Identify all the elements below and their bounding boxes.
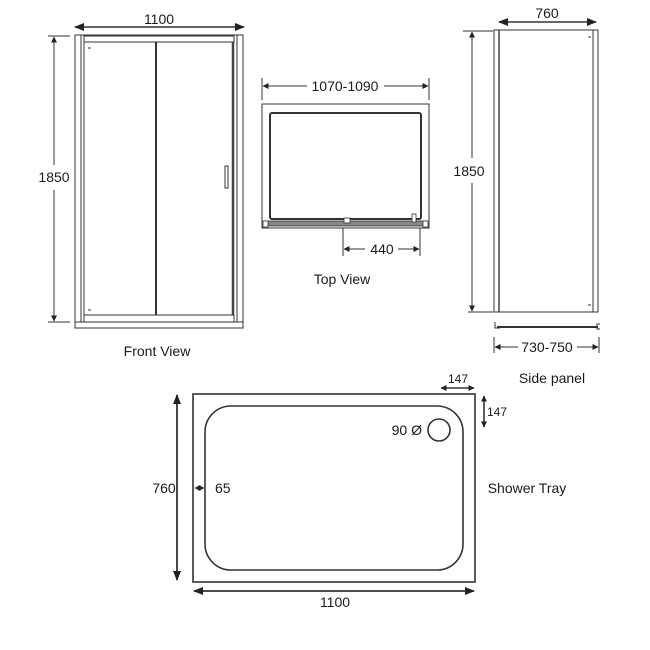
tray-width-label: 760 [152,480,176,496]
waste-offset-y-label: 147 [487,405,507,419]
top-view: 1070-1090 440 Top View [261,78,430,287]
front-height-label: 1850 [38,169,69,185]
side-panel-view: 760 1850 730-750 Side panel [453,5,600,386]
side-height-label: 1850 [453,163,484,179]
side-width-dimension: 760 [498,5,597,26]
side-panel-caption: Side panel [519,370,585,386]
side-panel-drawing [493,29,600,330]
side-height-dimension: 1850 [453,30,493,313]
waste-offset-x-dimension: 147 [440,372,475,391]
waste-diameter-label: 90 Ø [392,422,422,438]
side-adjust-dimension: 730-750 [493,337,600,355]
waste-offset-x-label: 147 [448,372,468,386]
top-frame-drawing [261,103,430,229]
front-height-dimension: 1850 [38,35,70,323]
tray-length-label: 1100 [320,594,350,610]
waste-offset-y-dimension: 147 [481,395,507,428]
top-view-caption: Top View [314,271,371,287]
shower-tray-caption: Shower Tray [488,480,567,496]
tray-rim-dimension: 65 [194,480,231,496]
shower-tray-view: 760 1100 65 147 147 90 Ø Shower Tray [152,372,566,610]
top-opening-label: 440 [370,241,394,257]
tray-drawing [192,393,476,583]
top-width-label: 1070-1090 [312,78,379,94]
tray-length-dimension: 1100 [193,587,475,610]
side-width-label: 760 [535,5,559,21]
tray-width-dimension: 760 [152,394,181,581]
waste-outlet-icon [427,418,451,442]
front-width-label: 1100 [144,11,174,27]
top-opening-dimension: 440 [342,228,421,257]
side-adjust-label: 730-750 [521,339,573,355]
front-view: 1100 1850 [38,11,245,359]
front-width-dimension: 1100 [74,11,245,31]
front-view-caption: Front View [124,343,192,359]
front-frame-drawing [74,34,244,329]
top-width-dimension: 1070-1090 [261,78,430,100]
tray-rim-label: 65 [215,480,231,496]
